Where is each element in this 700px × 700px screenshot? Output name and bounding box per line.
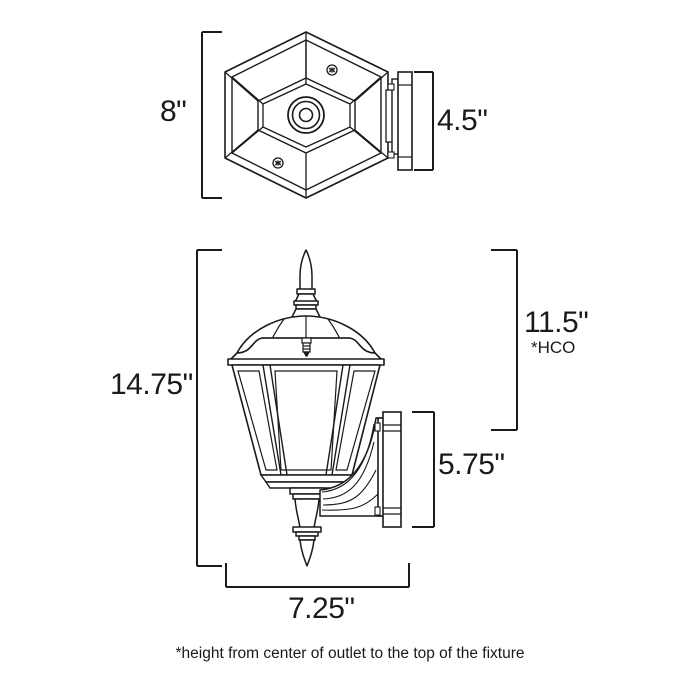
lantern-glass-panels	[237, 370, 376, 471]
dimension-label-overall-height-14-75in: 14.75"	[110, 368, 193, 401]
dimension-line-8in	[201, 31, 222, 199]
dimension-label-depth-4-5in: 4.5"	[437, 104, 488, 137]
top-view-backplate	[385, 71, 413, 171]
dimension-line-7-25in	[225, 563, 410, 588]
top-view-seams	[224, 32, 389, 198]
dimension-label-height-8in: 8"	[160, 95, 187, 128]
dimension-line-14-75in	[196, 249, 222, 567]
top-view-screw-upper	[326, 64, 338, 76]
mount-backplate	[374, 411, 402, 528]
top-view-screw-lower	[272, 157, 284, 169]
mount-arm-ribs	[321, 423, 379, 511]
dimension-label-hco-note: *HCO	[531, 338, 576, 357]
dimension-line-11-5in	[491, 249, 518, 431]
dimension-line-5-75in	[412, 411, 435, 528]
footnote-text: *height from center of outlet to the top…	[175, 645, 525, 662]
socket-detail	[301, 337, 312, 357]
top-view-group	[201, 31, 434, 199]
dimension-label-width-7-25in: 7.25"	[288, 592, 355, 625]
top-view-center-hub	[287, 96, 325, 134]
finial-bottom	[289, 487, 325, 567]
dimension-label-backplate-5-75in: 5.75"	[438, 448, 505, 481]
side-view-group	[196, 249, 518, 588]
mount-arm	[319, 417, 385, 517]
dimension-label-hco-11-5in: 11.5"	[524, 306, 589, 339]
finial-top	[291, 249, 321, 318]
dimension-line-4-5in	[414, 71, 434, 171]
